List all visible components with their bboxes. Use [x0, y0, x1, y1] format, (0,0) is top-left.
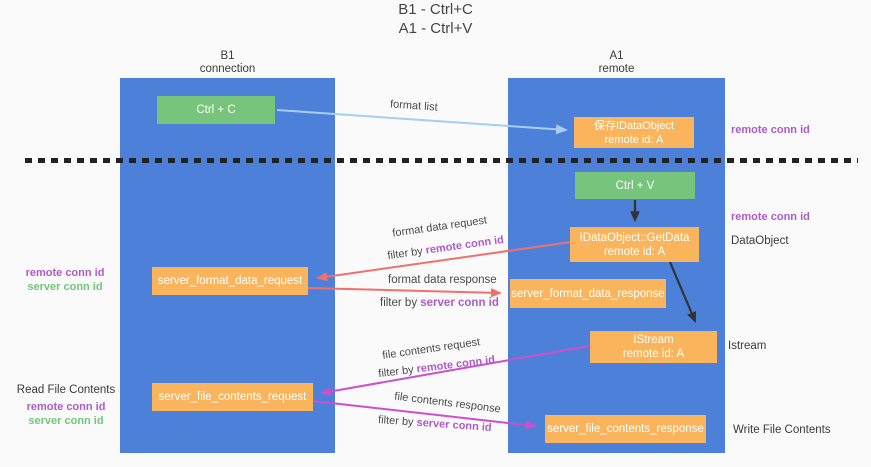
lane-b1-role: connection: [199, 63, 256, 75]
label-format-data-request-filter: filter by remote conn id: [387, 234, 505, 262]
node-getdata-line2: remote id: A: [603, 245, 666, 258]
phase-separator-dashed-line: [25, 158, 858, 163]
filter-by-text: filter by: [386, 244, 427, 263]
node-server-file-contents-request: server_file_contents_request: [152, 383, 313, 411]
node-ctrl-v: Ctrl + V: [575, 172, 695, 199]
node-server-file-contents-response: server_file_contents_response: [545, 415, 706, 443]
label-format-data-request: format data request: [391, 214, 488, 240]
node-ctrl-c-label: Ctrl + C: [196, 104, 236, 116]
node-file-response-label: server_file_contents_response: [547, 423, 704, 435]
label-read-file-contents-block: Read File Contents remote conn id server…: [15, 383, 117, 428]
label-left-conn-ids-mid: remote conn id server conn id: [15, 266, 115, 294]
label-left-remote-conn-id-2: remote conn id: [26, 401, 106, 413]
node-file-request-label: server_file_contents_request: [158, 391, 307, 403]
node-server-format-data-request: server_format_data_request: [152, 267, 308, 295]
lane-a1-name: A1: [609, 50, 624, 62]
remote-conn-id-key: remote conn id: [424, 233, 505, 257]
label-read-file-contents: Read File Contents: [16, 384, 116, 396]
node-istream: IStream remote id: A: [590, 331, 717, 363]
node-server-format-data-response: server_format_data_response: [510, 279, 666, 308]
label-format-data-response: format data response: [388, 274, 497, 286]
node-getdata-line1: IDataObject::GetData: [579, 231, 690, 244]
filter-by-text: filter by: [377, 414, 417, 429]
label-write-file-contents: Write File Contents: [733, 424, 831, 436]
label-left-server-conn-id-2: server conn id: [28, 415, 104, 427]
server-conn-id-key: server conn id: [420, 297, 499, 309]
lane-b1-name: B1: [220, 50, 235, 62]
label-format-list: format list: [389, 98, 439, 114]
node-save-idataobject: 保存IDataObject remote id: A: [574, 117, 694, 148]
server-conn-id-key: server conn id: [416, 416, 492, 434]
node-idataobject-getdata: IDataObject::GetData remote id: A: [570, 227, 699, 262]
label-dataobject: DataObject: [731, 235, 789, 247]
node-format-response-label: server_format_data_response: [511, 287, 665, 300]
lane-header-b1: B1 connection: [120, 50, 335, 76]
label-left-server-conn-id: server conn id: [27, 281, 103, 293]
arrow-format-data-response: [307, 287, 502, 298]
node-ctrl-c: Ctrl + C: [157, 96, 275, 124]
label-istream: Istream: [728, 340, 767, 352]
node-ctrl-v-label: Ctrl + V: [615, 179, 655, 192]
node-save-idataobject-line2: remote id: A: [604, 133, 664, 146]
label-remote-conn-id-top: remote conn id: [731, 124, 810, 136]
label-file-contents-response: file contents response: [393, 390, 502, 416]
label-left-remote-conn-id: remote conn id: [25, 267, 105, 279]
node-save-idataobject-line1: 保存IDataObject: [593, 119, 675, 132]
node-istream-line2: remote id: A: [622, 348, 685, 360]
diagram-title: B1 - Ctrl+C A1 - Ctrl+V: [0, 0, 871, 38]
label-file-contents-response-filter: filter by server conn id: [378, 414, 492, 434]
lane-header-a1: A1 remote: [508, 50, 725, 76]
node-format-request-label: server_format_data_request: [157, 275, 303, 287]
filter-by-text: filter by: [377, 363, 418, 381]
label-format-data-response-filter: filter by server conn id: [380, 297, 499, 309]
filter-by-text: filter by: [380, 297, 421, 309]
remote-conn-id-key: remote conn id: [415, 353, 496, 376]
node-istream-line1: IStream: [633, 334, 674, 346]
lane-a1-role: remote: [598, 63, 635, 75]
diagram-title-line2: A1 - Ctrl+V: [398, 20, 473, 37]
label-remote-conn-id-mid: remote conn id: [731, 211, 810, 223]
diagram-title-line1: B1 - Ctrl+C: [398, 1, 473, 18]
